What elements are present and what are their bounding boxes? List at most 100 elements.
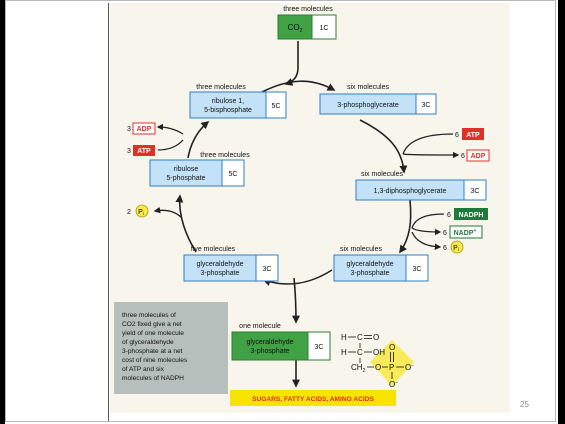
ribulose-phosphate-line2: 5-phosphate	[167, 175, 206, 182]
arc-top	[261, 80, 336, 93]
g3p-right-line2: 3-phosphate	[351, 270, 390, 277]
adp-right: 6 ADP	[461, 149, 490, 162]
co2-count: three molecules	[283, 6, 333, 13]
pi-left-circle	[135, 204, 149, 218]
atp-right: 6 ATP	[455, 128, 484, 140]
nadp-arrow	[411, 227, 442, 236]
ribulose-phosphate-box	[149, 159, 223, 187]
struct-o3: O	[375, 363, 381, 372]
adp-right-arrow	[402, 151, 460, 159]
g3p-output-carbon-box	[307, 331, 331, 361]
phosphoglycerate-carbons: 3C	[422, 102, 431, 109]
nadph-box	[454, 208, 488, 220]
atp-left: 3 ATP	[127, 145, 155, 156]
diphosphoglycerate-count: six molecules	[361, 171, 404, 178]
arc-left-lower	[175, 194, 197, 253]
adp-left-label: ADP	[137, 126, 152, 133]
atp-left-box	[133, 145, 155, 156]
side-arrows	[153, 123, 460, 251]
g3p-output-node: one molecule glyceraldehyde 3-phosphate …	[231, 323, 331, 361]
atp-right-coef: 6	[455, 132, 459, 139]
struct-oh: OH	[373, 348, 385, 357]
g3p-left-node: five molecules glyceraldehyde 3-phosphat…	[183, 246, 279, 282]
atp-left-label: ATP	[137, 148, 151, 155]
phosphoglycerate-carbon-box	[415, 93, 437, 115]
diphosphoglycerate-carbon-box	[463, 179, 487, 201]
pi-right-circle	[450, 240, 464, 254]
struct-p: P	[389, 363, 394, 372]
co2-label-box	[277, 14, 313, 40]
co2-carbon-box	[311, 14, 337, 40]
diphosphoglycerate-node: six molecules 1,3-diphosphoglycerate 3C	[355, 171, 487, 201]
arc-output	[291, 277, 300, 324]
adp-right-box	[466, 149, 490, 162]
ribulose-bisphosphate-line2: 5-bisphosphate	[204, 107, 252, 114]
atp-left-coef: 3	[127, 148, 131, 155]
arc-bottom	[262, 269, 333, 286]
note-box: three molecules of CO2 fixed give a net …	[114, 302, 228, 394]
arc-co2-entry	[284, 41, 299, 86]
g3p-right-box	[333, 254, 407, 282]
struct-p-top-o: O	[389, 343, 395, 352]
g3p-left-carbons: 3C	[263, 266, 272, 273]
ribulose-bisphosphate-carbons: 5C	[272, 103, 281, 110]
phosphoglycerate-label: 3-phosphoglycerate	[337, 102, 399, 109]
adp-left-box	[132, 122, 156, 135]
pi-right-coef: 6	[443, 245, 447, 252]
products-box: SUGARS, FATTY ACIDS, AMINO ACIDS	[230, 390, 396, 406]
struct-o1: O	[373, 333, 379, 342]
products-label: SUGARS, FATTY ACIDS, AMINO ACIDS	[252, 396, 374, 403]
nadph: 6 NADPH	[447, 208, 488, 220]
g3p-left-box	[183, 254, 257, 282]
ribulose-bisphosphate-box	[189, 91, 267, 119]
adp-right-coef: 6	[461, 153, 465, 160]
g3p-left-line2: 3-phosphate	[201, 270, 240, 277]
g3p-right-carbons: 3C	[413, 266, 422, 273]
page-number: 25	[520, 400, 529, 409]
phosphate-highlight	[370, 340, 414, 386]
g3p-output-line1: glyceraldehyde	[246, 339, 293, 346]
note-bg	[114, 302, 228, 394]
adp-right-label: ADP	[471, 153, 486, 160]
g3p-left-line1: glyceraldehyde	[196, 261, 243, 268]
cycle-arrows	[175, 41, 412, 388]
pi-left: 2 Pi	[127, 204, 149, 218]
co2-label: CO2	[288, 23, 303, 34]
nadp-coef: 6	[443, 230, 447, 237]
atp-right-label: ATP	[466, 132, 480, 139]
pi-left-arrow	[153, 206, 183, 219]
struct-c1: C	[357, 333, 363, 342]
pi-right: 6 Pi	[443, 240, 464, 254]
g3p-right-node: six molecules glyceraldehyde 3-phosphate…	[333, 246, 429, 282]
products-bg	[230, 390, 396, 406]
g3p-left-carbon-box	[255, 254, 279, 282]
struct-c2: C	[357, 348, 363, 357]
pi-left-coef: 2	[127, 209, 131, 216]
nadph-coef: 6	[447, 212, 451, 219]
phosphoglycerate-node: six molecules 3-phosphoglycerate 3C	[319, 84, 437, 115]
diphosphoglycerate-label: 1,3-diphosphoglycerate	[374, 188, 447, 195]
g3p-right-count: six molecules	[340, 246, 383, 253]
adp-left: 3 ADP	[127, 122, 156, 135]
g3p-structure: H C O H C OH CH2 O P O O− O−	[341, 333, 414, 389]
struct-h1: H	[341, 333, 347, 342]
g3p-left-count: five molecules	[191, 246, 236, 253]
ribulose-phosphate-count: three molecules	[200, 152, 250, 159]
atp-right-box	[462, 128, 484, 140]
pi-left-label: Pi	[138, 209, 144, 216]
atp-left-arrow	[157, 139, 184, 151]
nadp-box	[449, 225, 483, 239]
note-text: three molecules of CO2 fixed give a net …	[122, 312, 189, 382]
g3p-output-carbons: 3C	[315, 344, 324, 351]
g3p-right-carbon-box	[405, 254, 429, 282]
g3p-output-count: one molecule	[239, 323, 281, 330]
co2-carbons: 1C	[320, 25, 329, 32]
arc-right-lower	[399, 199, 412, 254]
nadp: 6 NADP+	[443, 225, 483, 239]
g3p-output-box	[231, 331, 309, 361]
co2-node: three molecules CO2 1C	[277, 6, 337, 40]
pi-right-arrow	[411, 231, 442, 251]
ribulose-bisphosphate-node: three molecules ribulose 1, 5-bisphospha…	[189, 84, 287, 119]
arc-right-upper	[359, 119, 408, 174]
